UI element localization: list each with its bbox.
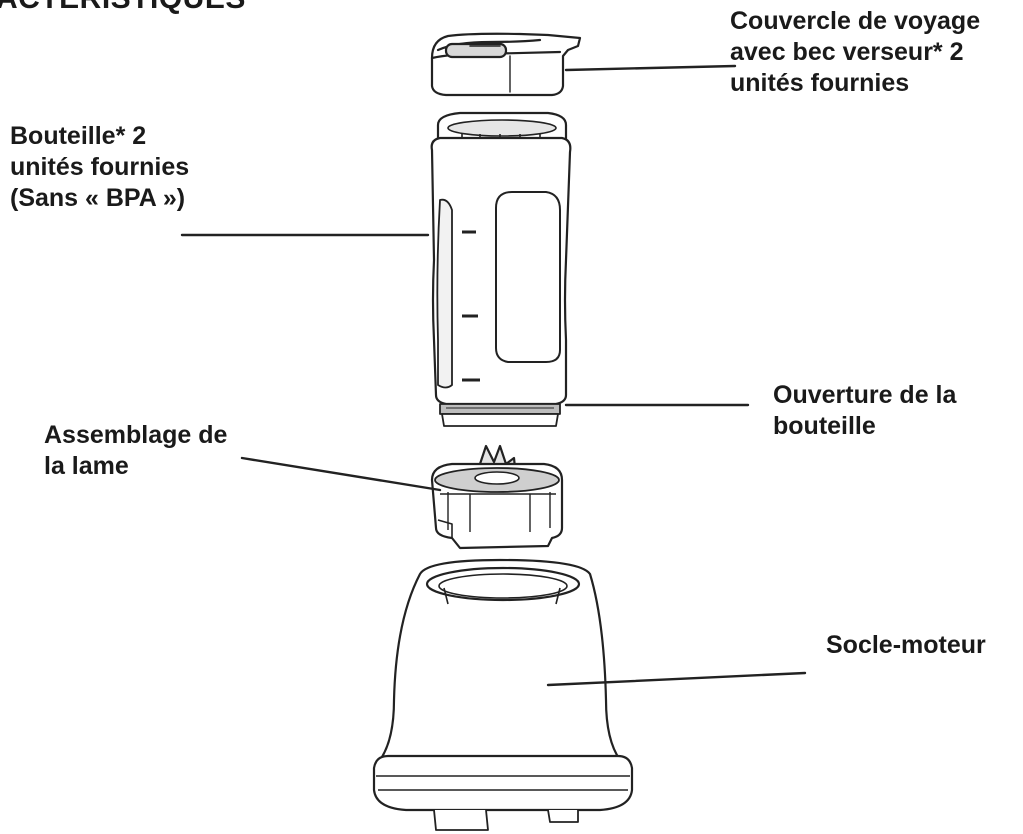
label-blade-assembly: Assemblage de la lame: [44, 420, 227, 482]
label-line: Assemblage de: [44, 420, 227, 451]
travel-lid-drawing: [432, 34, 580, 95]
label-line: la lame: [44, 451, 227, 482]
label-motor-base: Socle-moteur: [826, 630, 986, 661]
label-line: Ouverture de la: [773, 380, 956, 411]
page-title: ACTERISTIQUES: [0, 0, 246, 14]
label-line: (Sans « BPA »): [10, 183, 189, 214]
label-line: Couvercle de voyage: [730, 6, 980, 37]
leader-line-lid: [566, 66, 735, 70]
label-line: unités fournies: [730, 68, 980, 99]
label-line: Bouteille* 2: [10, 121, 189, 152]
bottle-drawing: [432, 113, 571, 426]
label-line: unités fournies: [10, 152, 189, 183]
motor-base-drawing: [374, 560, 632, 830]
label-bottle: Bouteille* 2 unités fournies (Sans « BPA…: [10, 121, 189, 214]
label-bottle-opening: Ouverture de la bouteille: [773, 380, 956, 442]
leader-line-blade: [242, 458, 440, 490]
blade-assembly-drawing: [432, 446, 562, 548]
label-line: Socle-moteur: [826, 630, 986, 661]
label-line: bouteille: [773, 411, 956, 442]
label-travel-lid: Couvercle de voyage avec bec verseur* 2 …: [730, 6, 980, 99]
label-line: avec bec verseur* 2: [730, 37, 980, 68]
